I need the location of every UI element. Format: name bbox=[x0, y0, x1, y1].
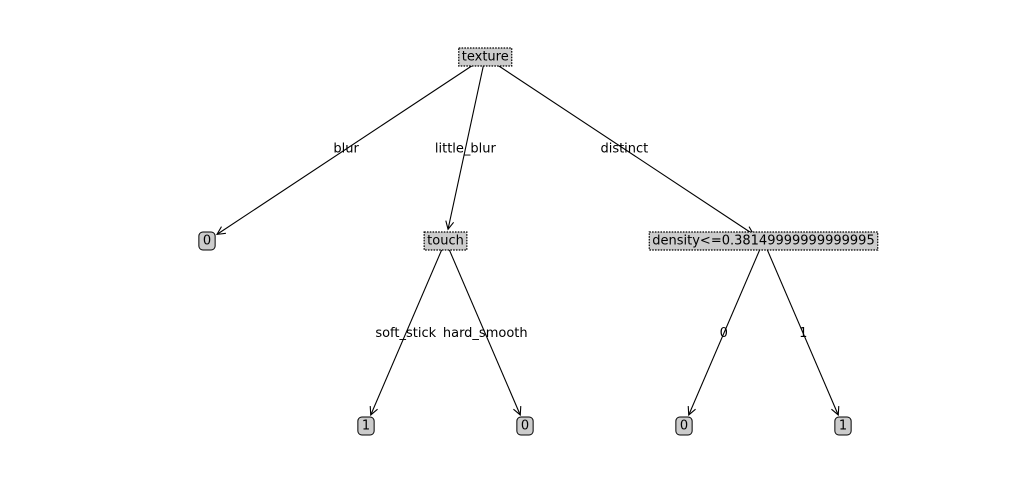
edge-label: distinct bbox=[600, 142, 648, 157]
leaf-node: 0 bbox=[675, 416, 693, 436]
tree-edge bbox=[216, 56, 486, 235]
node-label: texture bbox=[462, 50, 509, 65]
decision-box bbox=[458, 47, 513, 67]
edge-label: soft_stick bbox=[375, 326, 436, 341]
tree-edge-arrowhead bbox=[831, 406, 840, 417]
node-label: 0 bbox=[521, 419, 529, 434]
tree-edge bbox=[762, 240, 839, 416]
leaf-box bbox=[834, 416, 852, 436]
leaf-node: 1 bbox=[357, 416, 375, 436]
leaf-node: 0 bbox=[198, 231, 216, 251]
leaf-box bbox=[516, 416, 534, 436]
leaf-node: 1 bbox=[834, 416, 852, 436]
leaf-box bbox=[198, 231, 216, 251]
tree-edge-arrowhead bbox=[687, 406, 696, 417]
edges-layer bbox=[215, 56, 840, 417]
edge-label: blur bbox=[333, 142, 359, 157]
edge-label: 1 bbox=[799, 326, 807, 341]
edge-label: 0 bbox=[720, 326, 728, 341]
decision-box bbox=[648, 231, 879, 251]
leaf-box bbox=[675, 416, 693, 436]
leaf-box bbox=[357, 416, 375, 436]
nodes-layer: texture 0 touch 1 0 density<=0.38149999999999… bbox=[198, 47, 879, 436]
decision-box bbox=[423, 231, 468, 251]
node-label: 1 bbox=[362, 419, 370, 434]
node-label: 1 bbox=[839, 419, 847, 434]
edge-label: hard_smooth bbox=[443, 326, 528, 341]
node-label: density<=0.38149999999999995 bbox=[652, 234, 874, 249]
node-label: 0 bbox=[680, 419, 688, 434]
tree-edge bbox=[484, 56, 754, 235]
decision-node: texture bbox=[458, 47, 513, 67]
edge-label: little_blur bbox=[435, 142, 497, 157]
tree-edge-arrowhead bbox=[445, 220, 455, 231]
tree-edge-arrowhead bbox=[215, 226, 226, 236]
edge-labels-layer: blur little_blur soft_stick hard_smooth dist… bbox=[333, 142, 807, 342]
node-label: touch bbox=[427, 234, 464, 249]
node-label: 0 bbox=[203, 234, 211, 249]
decision-node: touch bbox=[423, 231, 468, 251]
tree-edge bbox=[444, 240, 521, 416]
tree-edge-arrowhead bbox=[369, 406, 378, 417]
leaf-node: 0 bbox=[516, 416, 534, 436]
tree-edge bbox=[447, 56, 486, 230]
tree-edge bbox=[688, 240, 765, 416]
decision-node: density<=0.38149999999999995 bbox=[648, 231, 879, 251]
tree-edge-arrowhead bbox=[513, 406, 522, 417]
tree-edge bbox=[370, 240, 447, 416]
